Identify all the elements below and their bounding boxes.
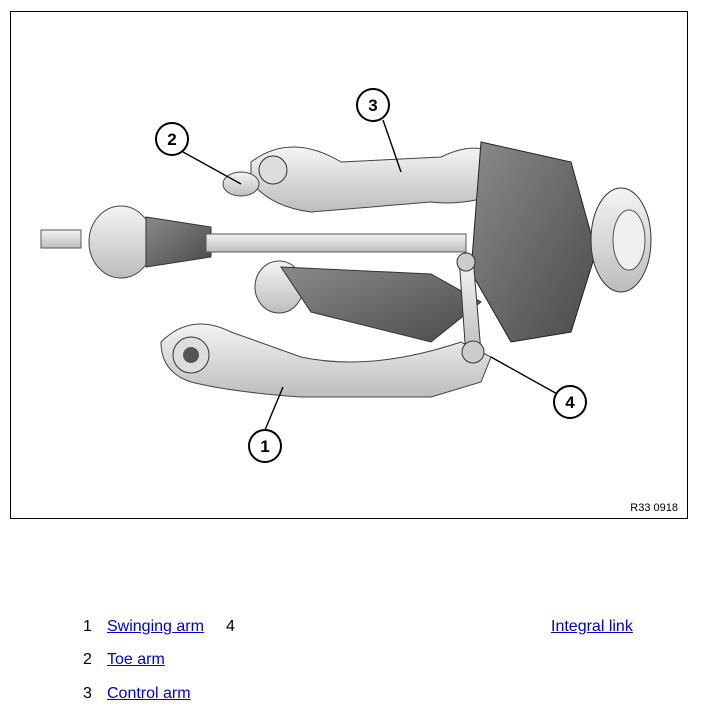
svg-text:4: 4 <box>565 393 575 412</box>
legend-link-swinging-arm[interactable]: Swinging arm <box>107 618 204 635</box>
callout-4: 4 <box>553 385 587 419</box>
legend-number-4: 4 <box>226 618 235 635</box>
svg-text:1: 1 <box>260 437 269 456</box>
legend-link-toe-arm[interactable]: Toe arm <box>107 651 165 668</box>
legend-number-1: 1 <box>83 618 92 635</box>
legend-number-2: 2 <box>83 651 92 668</box>
swinging-arm <box>160 323 492 398</box>
legend-link-control-arm[interactable]: Control arm <box>107 685 191 702</box>
callout-1: 1 <box>248 429 282 463</box>
svg-text:2: 2 <box>167 130 176 149</box>
suspension-illustration: 1 2 3 4 <box>40 88 652 463</box>
callout-leaders <box>182 119 560 431</box>
legend-link-integral-link[interactable]: Integral link <box>551 618 633 635</box>
callout-3: 3 <box>356 88 390 122</box>
svg-text:3: 3 <box>368 96 377 115</box>
callout-2: 2 <box>155 122 189 156</box>
drive-shaft <box>40 205 467 279</box>
figure-reference: R33 0918 <box>630 502 678 514</box>
figure-frame: 1 2 3 4 R33 0918 <box>10 11 688 519</box>
legend-number-3: 3 <box>83 685 92 702</box>
wheel-carrier <box>470 141 652 343</box>
